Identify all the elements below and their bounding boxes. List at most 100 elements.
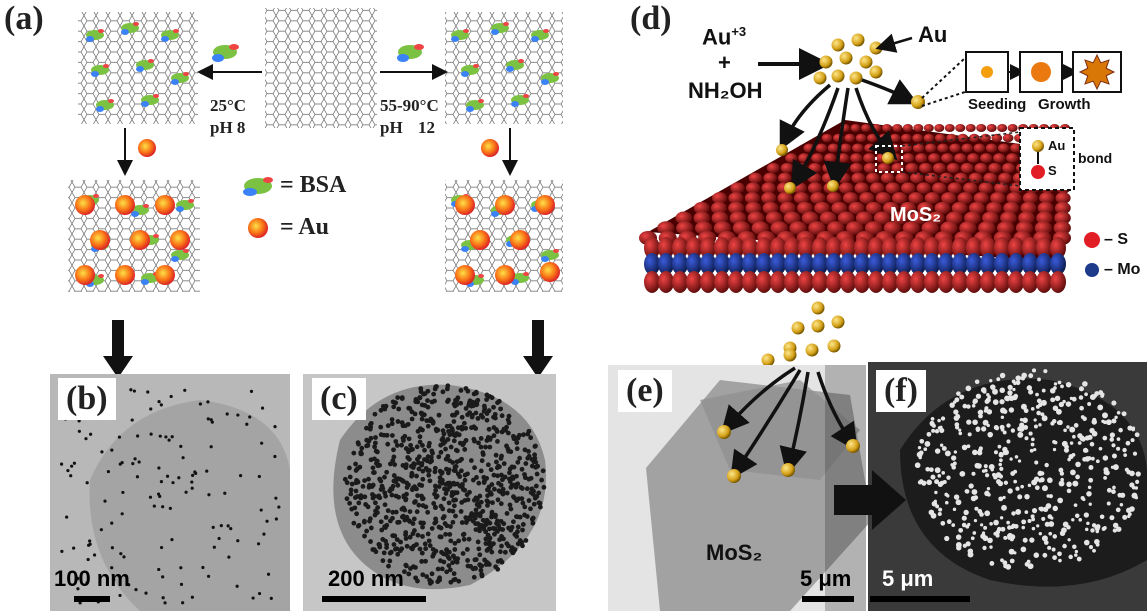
sulfur-atom — [812, 271, 828, 293]
sem-particle — [961, 522, 967, 528]
sem-particle — [941, 446, 947, 451]
sem-particle — [1050, 397, 1055, 403]
tem-particle — [351, 450, 357, 456]
legend-bsa-icon — [243, 177, 273, 196]
sulfur-atom — [777, 172, 792, 184]
sulfur-atom — [881, 124, 892, 132]
sulfur-atom — [882, 201, 899, 215]
tem-particle — [394, 537, 400, 542]
tem-particle — [462, 447, 468, 452]
tem-particle — [390, 533, 396, 539]
tem-particle — [523, 538, 529, 543]
sulfur-atom — [968, 201, 985, 215]
tem-particle — [417, 546, 423, 552]
tem-particle — [537, 504, 543, 510]
sem-particle — [1111, 443, 1116, 448]
sem-particle — [983, 408, 988, 413]
tem-particle — [451, 503, 457, 509]
tem-particle — [190, 480, 194, 484]
tem-particle — [463, 386, 469, 391]
tem-particle — [226, 524, 230, 528]
sem-particle — [1031, 526, 1036, 531]
tem-particle — [354, 494, 360, 499]
sem-particle — [1036, 398, 1042, 404]
tem-particle — [532, 452, 538, 458]
tem-particle — [514, 446, 520, 452]
sem-particle — [939, 443, 944, 447]
tem-particle — [487, 444, 493, 450]
sem-particle — [955, 413, 961, 420]
sem-particle — [1112, 522, 1119, 529]
tem-particle — [374, 449, 380, 455]
tem-particle — [135, 475, 140, 479]
sem-particle — [1010, 525, 1015, 530]
tem-particle — [517, 455, 523, 461]
tem-particle — [349, 506, 355, 512]
tem-particle — [433, 487, 439, 493]
sem-particle — [1100, 394, 1105, 398]
sem-particle — [939, 427, 945, 434]
sulfur-atom — [793, 192, 809, 204]
sem-particle — [993, 531, 998, 536]
sulfur-atom — [811, 153, 824, 163]
tem-particle — [399, 442, 404, 448]
tem-particle — [488, 491, 494, 497]
au-nanoparticle — [115, 195, 135, 215]
sem-particle — [1070, 469, 1076, 476]
tem-particle — [257, 474, 261, 479]
tem-particle — [259, 508, 263, 512]
tem-particle — [476, 504, 482, 509]
tem-particle — [498, 501, 504, 507]
sem-particle — [1030, 442, 1035, 447]
sulfur-atom — [882, 271, 898, 293]
tem-particle — [445, 470, 451, 476]
sulfur-atom — [756, 237, 772, 259]
tem-particle — [375, 505, 381, 510]
tem-particle — [447, 567, 453, 573]
sem-particle — [1127, 425, 1133, 431]
tem-particle — [427, 543, 433, 548]
tem-particle — [511, 494, 516, 500]
sem-particle — [929, 421, 935, 427]
sem-particle — [1040, 399, 1047, 406]
sem-particle — [989, 521, 993, 526]
tem-particle — [496, 523, 502, 529]
molybdenum-atom — [812, 253, 828, 275]
tem-particle — [390, 399, 396, 405]
sem-particle — [1036, 410, 1041, 416]
tem-particle — [488, 467, 494, 473]
tem-particle — [404, 543, 410, 549]
sem-particle — [930, 416, 935, 421]
tem-particle — [359, 445, 365, 451]
tem-particle — [355, 440, 361, 446]
sem-particle — [1079, 405, 1084, 411]
tem-particle — [440, 428, 446, 434]
tem-particle — [472, 465, 477, 471]
tem-particle — [157, 399, 161, 404]
tem-particle — [389, 421, 395, 427]
tem-particle — [372, 500, 378, 506]
tem-particle — [354, 511, 360, 517]
sulfur-atom — [901, 182, 916, 194]
tem-particle — [477, 552, 483, 558]
sem-particle — [1134, 486, 1139, 490]
tem-particle — [459, 414, 465, 420]
sem-particle — [1069, 426, 1076, 433]
tem-particle — [415, 578, 420, 584]
sulfur-atom — [824, 153, 837, 163]
tem-particle — [444, 423, 450, 429]
au-on-e-1 — [717, 425, 731, 439]
tem-particle — [506, 420, 512, 426]
sulfur-atom — [798, 237, 814, 259]
sulfur-atom — [756, 271, 772, 293]
tem-particle — [78, 601, 82, 605]
sulfur-atom — [693, 201, 710, 215]
au-particle-left-icon — [138, 139, 156, 157]
sem-particle — [952, 461, 957, 466]
tem-particle — [439, 437, 445, 443]
tem-particle — [210, 420, 214, 424]
sem-particle — [1002, 450, 1008, 456]
sem-particle — [1123, 453, 1128, 457]
sulfur-atom — [955, 124, 966, 132]
sem-particle — [982, 545, 987, 551]
